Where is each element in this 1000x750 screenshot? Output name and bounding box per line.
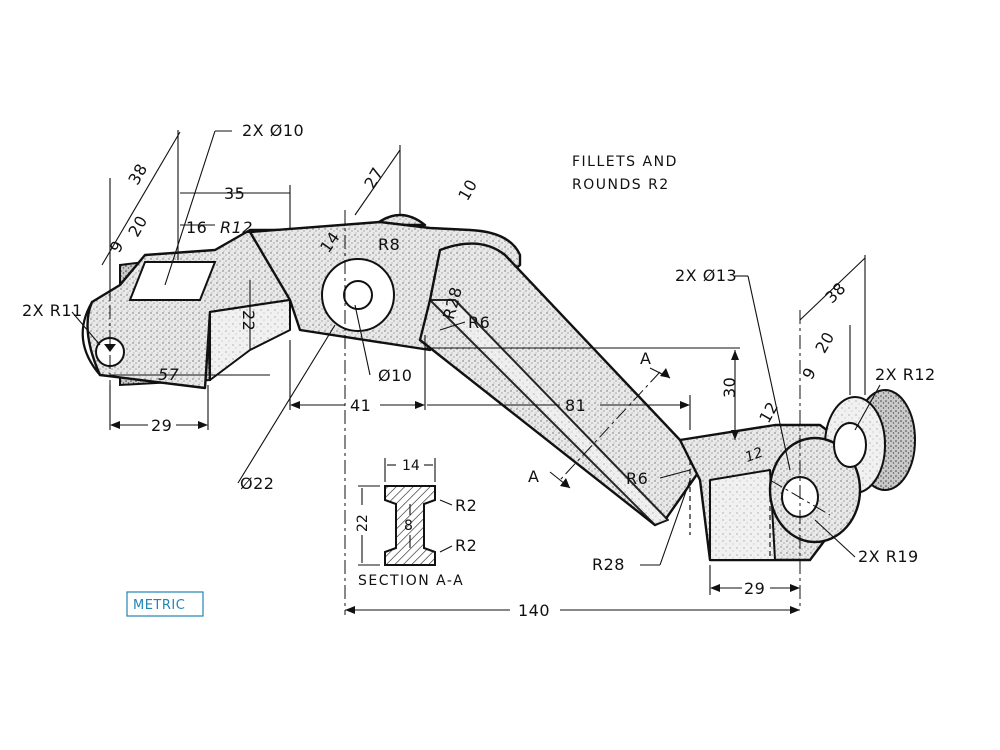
right-hole-back [833,422,867,468]
dim-41: 41 [350,396,371,415]
section-dim-22: 22 [355,514,371,532]
metric-box [126,591,204,617]
section-dim-8: 8 [404,518,413,534]
dim-12-right: 12 [755,398,782,426]
dim-38-right: 38 [821,278,850,307]
section-dim-r2-top: R2 [455,496,477,515]
dim-20-right: 20 [811,328,838,356]
dim-16: 16 [186,218,207,237]
section-mark-lower: A [528,467,539,486]
dim-20-left: 20 [124,212,151,240]
dim-hole-center: Ø10 [378,366,412,385]
dim-29-left: 29 [151,416,172,435]
dim-holes-left: 2X Ø10 [242,121,304,140]
dim-r11: 2X R11 [22,301,83,320]
dimension-lines [71,130,881,611]
dim-r19: 2X R19 [858,547,919,566]
dim-30: 30 [720,377,739,398]
dim-38-left: 38 [124,160,151,188]
dim-r12-left: R12 [220,218,253,237]
section-mark-upper: A [640,349,651,368]
dim-57: 57 [158,365,180,384]
lower-block-front [709,469,776,561]
dim-140: 140 [518,601,550,620]
section-dim-r2-bottom: R2 [455,536,477,555]
fillets-note-line1: FILLETS AND [572,154,678,170]
section-label: SECTION A-A [358,573,464,589]
section-profile [384,485,436,566]
dim-r12-right: 2X R12 [875,365,936,384]
fillets-note-line2: ROUNDS R2 [572,177,670,193]
dim-10-top: 10 [454,176,481,204]
dim-12-face: 12 [743,445,765,466]
dim-9-right: 9 [798,364,820,383]
dim-boss-22: Ø22 [240,474,274,493]
dim-r6-lower: R6 [626,469,648,488]
diagonal-rib [418,242,702,527]
dim-r8: R8 [378,235,400,254]
dim-35: 35 [224,184,245,203]
left-slot [128,261,217,301]
dim-r28-lower: R28 [592,555,625,574]
diagonal-rib-face [429,299,669,526]
metric-label: METRIC [133,598,185,613]
dim-29-right: 29 [744,579,765,598]
dim-27: 27 [360,164,387,192]
dim-22-vert: 22 [239,310,258,331]
center-hole [343,280,373,310]
dim-r6-upper: R6 [468,313,490,332]
dim-81: 81 [565,396,586,415]
dimension-arrows [104,344,800,614]
section-dim-14: 14 [402,458,420,474]
dim-holes-right: 2X Ø13 [675,266,737,285]
section-a-a [358,458,453,566]
